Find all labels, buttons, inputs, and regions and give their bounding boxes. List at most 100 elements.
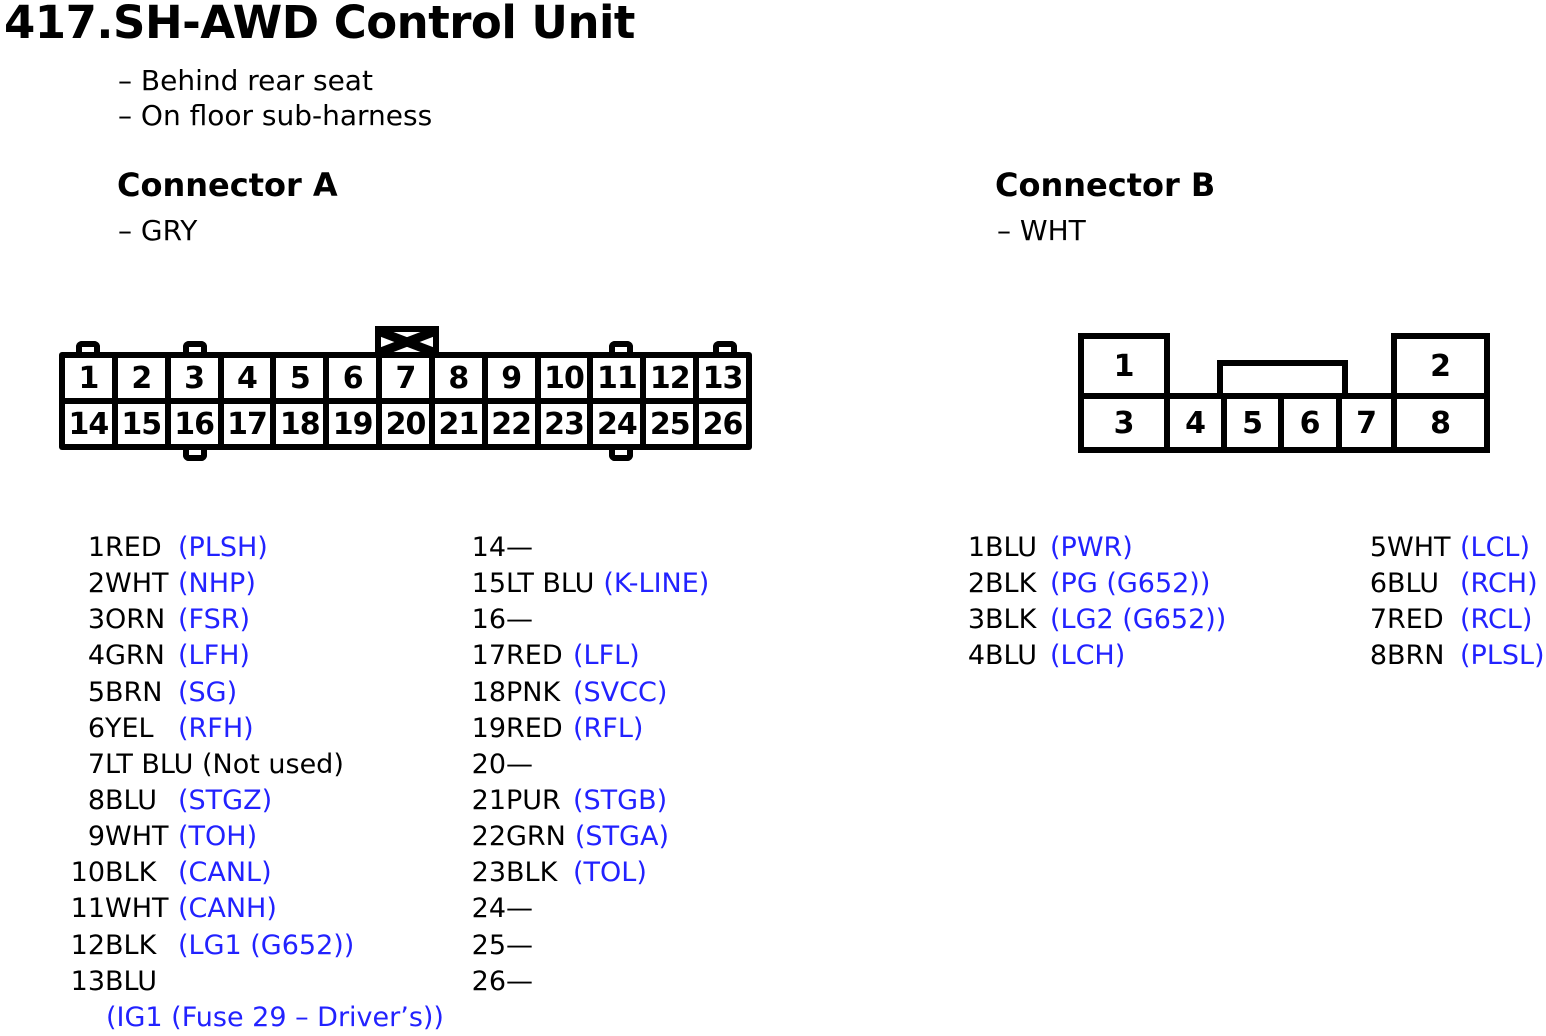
pin-cell: 6	[1278, 393, 1342, 453]
pin-cell: 24	[593, 404, 641, 444]
pin-number: 1	[967, 532, 985, 563]
pin-row: 21PUR(STGB)	[471, 783, 709, 819]
pin-wire-color: BLK	[506, 857, 558, 889]
pin-row: 7RED(RCL)	[1365, 602, 1545, 638]
pin-wire-color: BLU	[105, 965, 157, 997]
pin-wire-color: LT BLU (Not used)	[105, 748, 344, 780]
pin-number: 4	[967, 640, 985, 672]
pin-row: 8BRN(PLSL)	[1365, 638, 1545, 674]
pin-row: 9WHT(TOH)	[70, 819, 444, 855]
pin-row: 12BLK (LG1 (G652))	[70, 928, 444, 964]
pin-number: 5	[87, 676, 105, 708]
pin-row: 20—	[471, 747, 709, 783]
pin-cell: 7	[1336, 393, 1397, 453]
pin-cell: 16	[170, 404, 218, 444]
pin-number: 2	[967, 568, 985, 600]
pin-cell: 17	[223, 404, 271, 444]
pin-wire-color: GRN	[105, 640, 165, 672]
pin-row: 7LT BLU (Not used)	[70, 747, 444, 783]
connector-a-lock-tab-top-3	[183, 341, 207, 352]
pin-wire-color: WHT	[105, 893, 169, 925]
connector-a-lock-tab-top-11	[609, 341, 633, 352]
pin-cell: 2	[1391, 333, 1490, 399]
pin-wire-color: BLK	[105, 929, 157, 961]
pin-cell: 7	[382, 358, 429, 398]
pin-row: 4GRN(LFH)	[70, 638, 444, 674]
pin-row: (IG1 (Fuse 29 – Driver’s))	[70, 1000, 444, 1036]
pin-cell: 5	[1221, 393, 1284, 453]
pin-row: 16—	[471, 602, 709, 638]
pin-wire-color: GRN	[506, 821, 566, 853]
pin-signal-code: (RFL)	[573, 712, 644, 744]
connector-b-pin-list-right: 5WHT(LCL)6BLU(RCH)7RED(RCL)8BRN(PLSL)	[1365, 530, 1545, 675]
pin-number: 7	[1369, 604, 1387, 636]
pin-number: 8	[87, 784, 105, 816]
pin-cell: 6	[329, 358, 377, 398]
pin-wire-color: BLU	[985, 532, 1037, 563]
pin-wire-color: BLK	[105, 857, 157, 889]
connector-a-pin-list-left: 1RED(PLSH)2WHT(NHP)3ORN(FSR)4GRN(LFH)5BR…	[70, 530, 444, 1036]
pin-cell: 19	[329, 404, 377, 444]
pin-wire-color: BLK	[985, 568, 1037, 600]
pin-cell: 11	[593, 358, 641, 398]
pin-number: 18	[471, 676, 506, 708]
pin-number: 23	[471, 857, 506, 889]
pin-row: 11WHT(CANH)	[70, 891, 444, 927]
pin-cell: 21	[434, 404, 482, 444]
pin-number: 6	[1369, 568, 1387, 600]
pin-number: 22	[471, 821, 506, 853]
pin-wire-color: BLU	[985, 640, 1037, 672]
pin-cell: 4	[1164, 393, 1227, 453]
pin-signal-code: (RCH)	[1460, 568, 1538, 600]
pin-wire-color: —	[506, 532, 533, 563]
pin-row: 1RED(PLSH)	[70, 530, 444, 566]
pin-number: 4	[87, 640, 105, 672]
pin-wire-color: —	[506, 965, 533, 997]
pin-signal-code: (SG)	[178, 676, 238, 708]
pin-signal-code: (FSR)	[178, 604, 251, 636]
pin-row: 2BLK(PG (G652))	[963, 566, 1226, 602]
pin-number: 15	[471, 568, 506, 600]
pin-number: 8	[1369, 640, 1387, 672]
pin-row: 23BLK(TOL)	[471, 855, 709, 891]
pin-number: 6	[87, 712, 105, 744]
pin-signal-code: (LG1 (G652))	[178, 929, 355, 961]
pin-wire-color: RED	[105, 532, 162, 563]
pin-signal-code: (STGA)	[574, 821, 669, 853]
pin-number: 20	[471, 748, 506, 780]
pin-number: 5	[1369, 532, 1387, 563]
pin-signal-code: (LG2 (G652))	[1050, 604, 1227, 636]
pin-wire-color: —	[506, 604, 533, 636]
pin-cell: 18	[276, 404, 324, 444]
pin-row: 13BLU	[70, 964, 444, 1000]
pin-signal-code: (CANH)	[178, 893, 277, 925]
pin-cell: 3	[170, 358, 218, 398]
pin-wire-color: BLK	[985, 604, 1037, 636]
pin-wire-color: WHT	[105, 821, 169, 853]
pin-signal-code: (RFH)	[178, 712, 254, 744]
pin-cell: 8	[434, 358, 482, 398]
pin-row: 1BLU(PWR)	[963, 530, 1226, 566]
connector-a-color-note: – GRY	[118, 214, 198, 247]
pin-number: 25	[471, 929, 506, 961]
pin-row: 17RED(LFL)	[471, 638, 709, 674]
pin-wire-color: —	[506, 929, 533, 961]
keyway-icon	[375, 326, 439, 358]
pin-cell: 25	[646, 404, 694, 444]
pin-number: 12	[70, 929, 105, 961]
pin-signal-code: (CANL)	[178, 857, 272, 889]
pin-cell: 14	[65, 404, 112, 444]
location-note-2: – On floor sub-harness	[118, 99, 433, 132]
pin-wire-color: —	[506, 748, 533, 780]
pin-wire-color: RED	[506, 712, 563, 744]
pin-number: 1	[87, 532, 105, 563]
connector-b-heading: Connector B	[995, 166, 1216, 204]
pin-row: 5WHT(LCL)	[1365, 530, 1545, 566]
pin-wire-color: LT BLU	[506, 568, 595, 600]
pin-number: 13	[70, 965, 105, 997]
pin-wire-color: PUR	[506, 784, 561, 816]
pin-signal-code: (LCL)	[1460, 532, 1531, 563]
